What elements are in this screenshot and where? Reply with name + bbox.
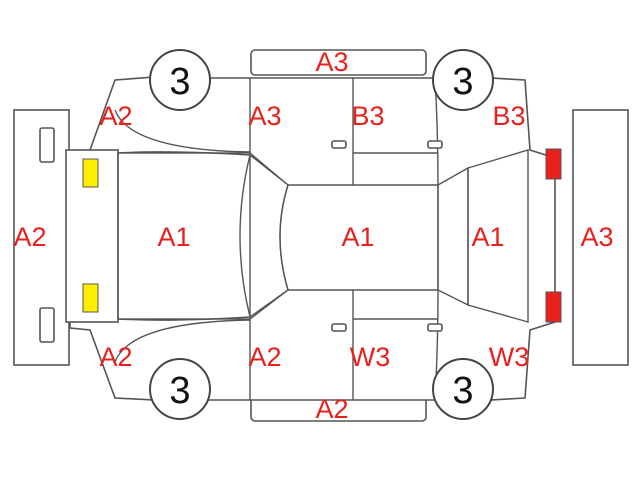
wheel-front-top <box>149 49 211 111</box>
rear-door-top-code: B3 <box>351 101 384 131</box>
front-headlamp-left <box>82 158 99 188</box>
front-door-handle-bottom <box>331 323 347 332</box>
front-bumper-vent-top <box>39 127 55 163</box>
rear-quarter-bottom-code: W3 <box>489 342 530 372</box>
bottom-side-skirt-code: A2 <box>315 394 348 424</box>
wheel-rear-bottom-number: 3 <box>452 370 473 412</box>
rear-taillamp-right <box>545 291 562 323</box>
wheel-front-bottom-number: 3 <box>169 370 190 412</box>
wheel-rear-top-number: 3 <box>452 61 473 103</box>
wheel-front-bottom <box>149 358 211 420</box>
hood-code: A1 <box>157 222 190 252</box>
a-pillar-top <box>249 152 289 186</box>
front-bumper-code: A2 <box>13 222 46 252</box>
front-headlamp-right <box>82 283 99 313</box>
rear-taillamp-left <box>545 148 562 180</box>
trunk-lid <box>467 149 529 323</box>
roof-code: A1 <box>341 222 374 252</box>
rear-bumper-code: A3 <box>580 222 613 252</box>
roof-panel <box>279 184 439 291</box>
wheel-rear-bottom <box>432 358 494 420</box>
front-left-fender-code: A2 <box>99 101 132 131</box>
top-side-skirt <box>250 49 427 76</box>
rear-door-bottom-code: W3 <box>350 342 391 372</box>
front-door-top-code: A3 <box>248 101 281 131</box>
front-fender-bottom-line <box>117 316 251 321</box>
front-door-handle-top <box>331 140 347 149</box>
wheel-rear-top <box>432 49 494 111</box>
rear-door-handle-top <box>427 140 443 149</box>
front-bumper-vent-bottom <box>39 307 55 343</box>
front-right-fender-curve <box>114 319 251 363</box>
hood-panel <box>117 152 251 320</box>
trunk-code: A1 <box>471 222 504 252</box>
rear-door-handle-bottom <box>427 323 443 332</box>
front-left-fender-curve <box>114 109 251 153</box>
front-door-bottom-code: A2 <box>248 342 281 372</box>
top-side-skirt-code: A3 <box>315 47 348 77</box>
rear-quarter-top-code: B3 <box>492 101 525 131</box>
rear-bumper <box>572 109 629 366</box>
front-fender-top-line <box>117 151 251 156</box>
wheel-front-top-number: 3 <box>169 61 190 103</box>
a-pillar-bottom <box>249 289 289 320</box>
front-right-fender-code: A2 <box>99 342 132 372</box>
